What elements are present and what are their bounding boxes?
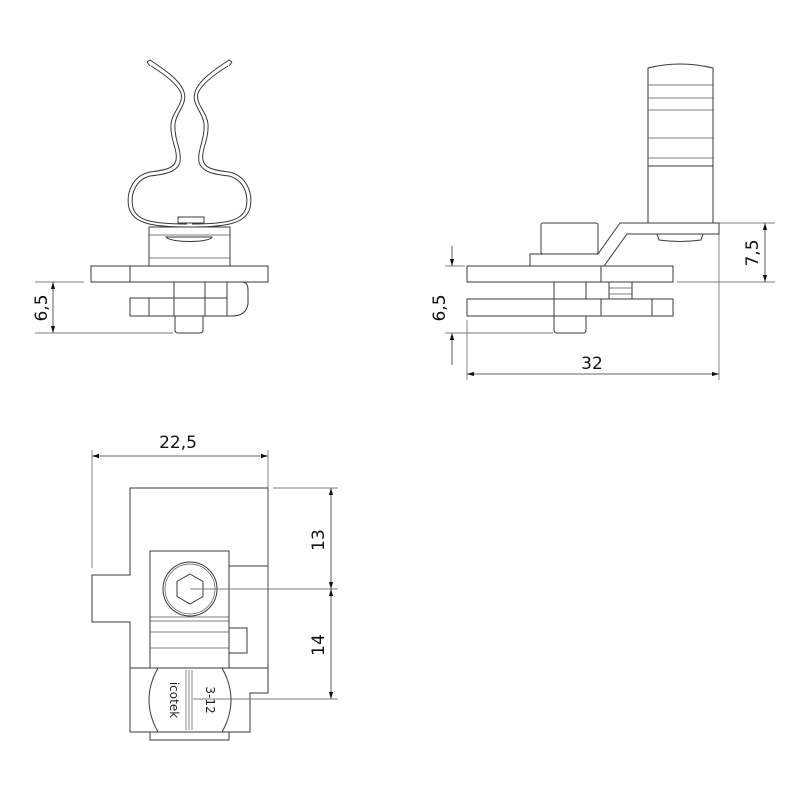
dimension-6-5-front: 6,5 <box>32 281 173 334</box>
size-marking: 3-12 <box>203 686 217 713</box>
pin <box>174 315 204 334</box>
dim-label: 22,5 <box>159 433 197 453</box>
hook <box>226 281 249 317</box>
dimension-13-14: 13 14 <box>190 487 338 700</box>
bottom-plate-side <box>466 298 674 317</box>
bottom-plate <box>129 297 228 317</box>
dimension-6-5-side: 6,5 <box>430 246 553 365</box>
clip-rivet <box>177 216 205 224</box>
nut-block <box>540 222 599 255</box>
clip-tower <box>647 63 714 224</box>
dimension-7-5: 7,5 <box>677 222 775 283</box>
top-plate <box>90 265 269 283</box>
dim-label: 6,5 <box>32 294 52 321</box>
dim-label-14: 14 <box>309 634 329 656</box>
dim-label: 7,5 <box>743 239 763 266</box>
bottom-view: icotek 3-12 22,5 13 14 <box>91 433 338 741</box>
side-view: 7,5 6,5 32 <box>430 63 775 380</box>
top-plate-side <box>466 265 674 283</box>
marking-label-area <box>148 667 232 733</box>
clamp-block <box>148 226 231 267</box>
dim-label: 6,5 <box>430 294 450 321</box>
screw-head <box>165 236 213 242</box>
dim-label-13: 13 <box>309 529 329 551</box>
clamp-block-top <box>149 550 230 669</box>
dimension-32: 32 <box>466 234 720 380</box>
hex-socket-icon <box>176 573 204 605</box>
dimension-22-5: 22,5 <box>91 433 269 663</box>
spring-clip <box>127 59 252 228</box>
front-view: 6,5 <box>32 59 269 334</box>
brand-marking: icotek <box>167 682 181 718</box>
collar <box>129 667 269 733</box>
dim-label: 32 <box>581 354 603 374</box>
